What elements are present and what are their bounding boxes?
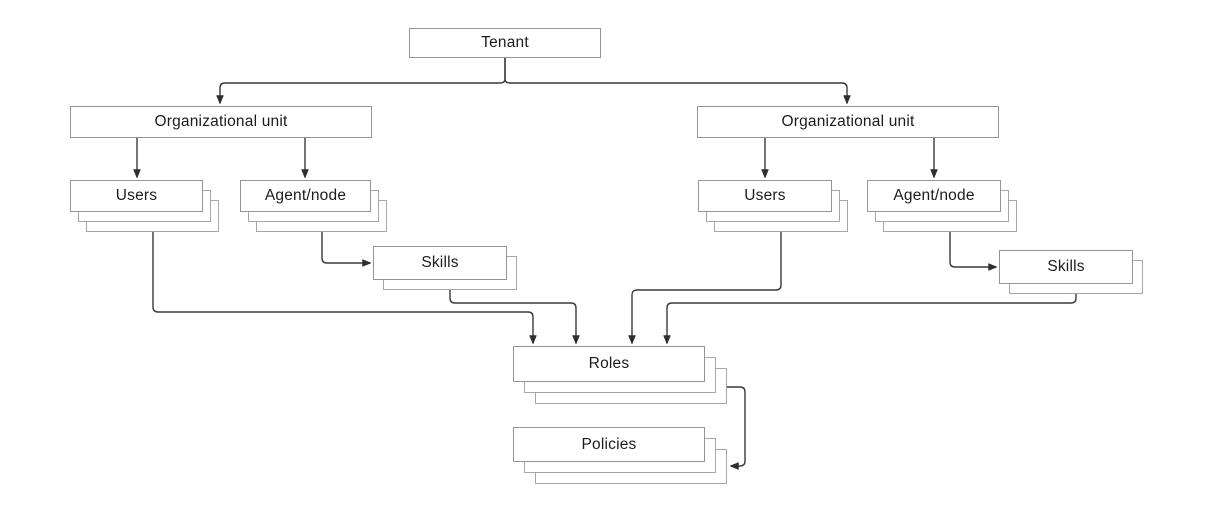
tenant-label: Tenant <box>481 34 529 51</box>
agent-node-right-box: Agent/node <box>867 180 1001 212</box>
node-roles: Roles <box>513 346 727 404</box>
node-policies: Policies <box>513 427 727 484</box>
organizational-unit-left-label: Organizational unit <box>154 113 288 130</box>
organizational-unit-left-box: Organizational unit <box>70 106 372 138</box>
edge-agent-left-to-skills-left <box>321 222 372 267</box>
edge-skills-left-to-roles <box>449 275 580 345</box>
node-users-left: Users <box>70 180 219 232</box>
organizational-unit-right-label: Organizational unit <box>781 113 915 130</box>
edge-skills-right-to-roles <box>663 278 1077 345</box>
node-agent-node-left: Agent/node <box>240 180 387 232</box>
roles-label: Roles <box>588 355 630 372</box>
agent-node-left-label: Agent/node <box>264 187 347 204</box>
edge-users-left-to-roles <box>152 222 537 345</box>
node-skills-left: Skills <box>373 246 517 290</box>
users-left-box: Users <box>70 180 203 212</box>
skills-left-label: Skills <box>421 254 459 271</box>
edge-tenant-to-ou-right <box>504 58 851 105</box>
edge-tenant-to-ou-left <box>216 58 506 105</box>
node-users-right: Users <box>698 180 848 232</box>
users-right-label: Users <box>744 187 786 204</box>
roles-box: Roles <box>513 346 705 382</box>
tenant-box: Tenant <box>409 28 601 58</box>
users-left-label: Users <box>115 187 158 204</box>
policies-label: Policies <box>581 435 637 453</box>
agent-node-right-label: Agent/node <box>893 187 975 204</box>
edge-users-right-to-roles <box>628 222 782 345</box>
node-organizational-unit-right: Organizational unit <box>697 106 999 138</box>
node-agent-node-right: Agent/node <box>867 180 1017 232</box>
edge-roles-to-policies <box>727 386 746 470</box>
skills-right-box: Skills <box>999 250 1133 284</box>
node-skills-right: Skills <box>999 250 1143 294</box>
users-right-box: Users <box>698 180 832 212</box>
edge-agent-right-to-skills-right <box>949 222 998 271</box>
skills-left-box: Skills <box>373 246 507 280</box>
skills-right-label: Skills <box>1047 258 1085 275</box>
organizational-unit-right-box: Organizational unit <box>697 106 999 138</box>
node-tenant: Tenant <box>409 28 601 58</box>
node-organizational-unit-left: Organizational unit <box>70 106 372 138</box>
policies-box: Policies <box>513 427 705 462</box>
agent-node-left-box: Agent/node <box>240 180 371 212</box>
